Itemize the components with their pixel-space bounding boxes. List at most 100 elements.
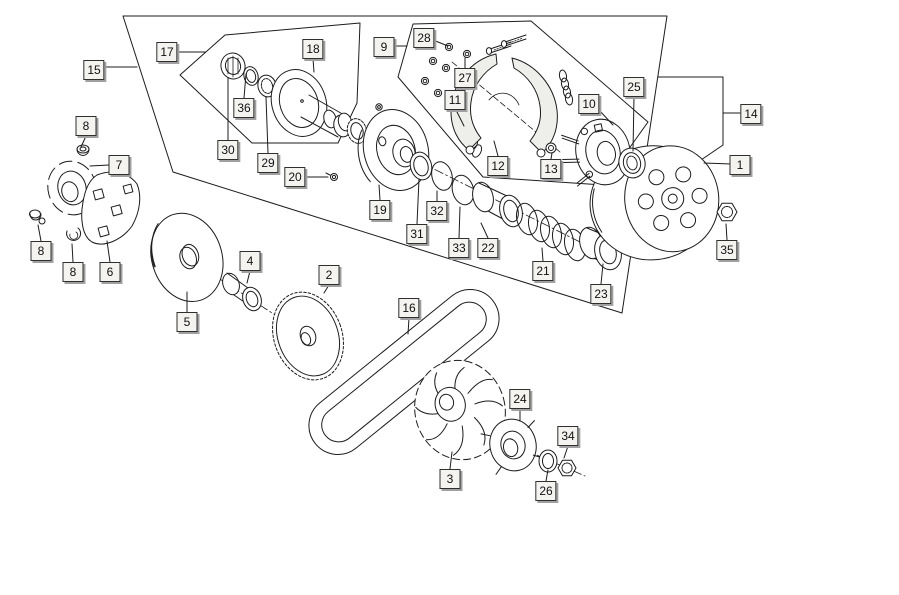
leader-line-22 (480, 222, 489, 239)
outline-bearing-group-17 (179, 22, 361, 144)
part-27-washer (462, 49, 472, 59)
part-35-nut (716, 202, 738, 222)
callout-21[interactable]: 21 (532, 261, 554, 281)
leader-line-33 (458, 206, 461, 239)
callout-24[interactable]: 24 (509, 389, 531, 409)
part-shaft-seal-rings (337, 112, 368, 144)
callout-10[interactable]: 10 (578, 94, 600, 114)
callout-9[interactable]: 9 (373, 37, 395, 57)
leader-line-35 (725, 223, 728, 241)
callout-26[interactable]: 26 (535, 481, 557, 501)
part-21-spring (515, 202, 587, 262)
part-30-roller-bearing (220, 52, 246, 80)
leader-line-36 (243, 73, 247, 99)
callout-25[interactable]: 25 (623, 77, 645, 97)
leader-line-2 (323, 284, 330, 294)
callout-28[interactable]: 28 (413, 28, 435, 48)
callout-20[interactable]: 20 (284, 167, 306, 187)
leader-line-7 (89, 164, 110, 167)
leader-line-6 (106, 240, 111, 263)
part-18-drive-face (270, 69, 351, 138)
outline-variator-group-15 (122, 15, 668, 314)
callout-8a[interactable]: 8 (75, 116, 97, 136)
callout-27[interactable]: 27 (454, 68, 476, 88)
callout-8b[interactable]: 8 (30, 241, 52, 261)
callout-15[interactable]: 15 (83, 60, 105, 80)
callout-34[interactable]: 34 (557, 426, 579, 446)
callout-31[interactable]: 31 (406, 224, 428, 244)
callout-8c[interactable]: 8 (62, 262, 84, 282)
leader-line-18 (312, 58, 315, 73)
callout-17[interactable]: 17 (156, 42, 178, 62)
leader-line-1 (703, 162, 732, 165)
leader-line-16 (407, 317, 410, 335)
part-small-screw (375, 103, 383, 111)
callout-18[interactable]: 18 (302, 39, 324, 59)
leader-line-8a (80, 135, 87, 148)
part-31-oil-seal (409, 151, 433, 181)
callout-19[interactable]: 19 (369, 200, 391, 220)
callout-2[interactable]: 2 (318, 265, 340, 285)
part-33-circlip (451, 174, 475, 206)
part-24-starter-clutch (480, 418, 543, 475)
leader-line-29 (265, 96, 269, 154)
leader-line-31 (416, 178, 420, 225)
callout-36[interactable]: 36 (233, 98, 255, 118)
part-26-washer (538, 449, 558, 473)
callout-12[interactable]: 12 (487, 156, 509, 176)
part-3-fan-pulley (414, 359, 506, 461)
leader-line-28 (432, 39, 449, 47)
part-19-driven-pulley (357, 109, 430, 191)
callout-33[interactable]: 33 (448, 238, 470, 258)
part-10-drive-plate (561, 118, 631, 187)
part-5-pulley-half (150, 212, 224, 303)
callout-3[interactable]: 3 (439, 469, 461, 489)
callout-23[interactable]: 23 (590, 284, 612, 304)
part-6-slider-guide (81, 171, 141, 245)
part-side-spring (558, 69, 574, 106)
callout-29[interactable]: 29 (257, 153, 279, 173)
callout-5[interactable]: 5 (176, 312, 198, 332)
callout-14[interactable]: 14 (740, 104, 762, 124)
leader-line-25 (632, 96, 635, 152)
callout-30[interactable]: 30 (217, 140, 239, 160)
part-4-spacer-bushing (222, 272, 262, 312)
part-20-bolt (325, 172, 338, 181)
leader-line-8c (71, 243, 74, 263)
callout-6[interactable]: 6 (99, 262, 121, 282)
callout-22[interactable]: 22 (477, 238, 499, 258)
callout-32[interactable]: 32 (426, 201, 448, 221)
leader-line-13 (550, 152, 553, 160)
leader-line-19 (378, 184, 381, 201)
callout-35[interactable]: 35 (716, 240, 738, 260)
part-16-drive-belt (308, 289, 500, 455)
callout-7[interactable]: 7 (108, 155, 130, 175)
leader-line-34 (563, 445, 569, 459)
part-25-bearing (618, 147, 646, 179)
leader-lines (37, 39, 742, 482)
part-28-nut (444, 42, 454, 52)
leader-line-26 (545, 469, 549, 482)
leader-line-10 (598, 109, 614, 126)
part-36-wave-washer (243, 66, 259, 86)
part-8-cap-top (76, 144, 90, 156)
outline-clutch-group-14-bracket (657, 76, 724, 161)
leader-line-3 (449, 451, 453, 470)
leader-line-12 (493, 140, 499, 157)
leader-line-4 (246, 270, 251, 284)
callout-13[interactable]: 13 (540, 159, 562, 179)
part-13-nut (545, 142, 557, 154)
callout-1[interactable]: 1 (729, 155, 751, 175)
part-32-circlip (431, 161, 453, 191)
callout-4[interactable]: 4 (239, 251, 261, 271)
part-8-clip-bottom (66, 227, 82, 241)
callout-16[interactable]: 16 (398, 298, 420, 318)
leader-line-21 (541, 247, 544, 262)
leader-line-23 (600, 263, 604, 285)
leader-line-8b (37, 224, 42, 242)
callout-11[interactable]: 11 (444, 90, 466, 110)
part-screws (485, 34, 527, 55)
leader-line-11 (455, 109, 465, 127)
